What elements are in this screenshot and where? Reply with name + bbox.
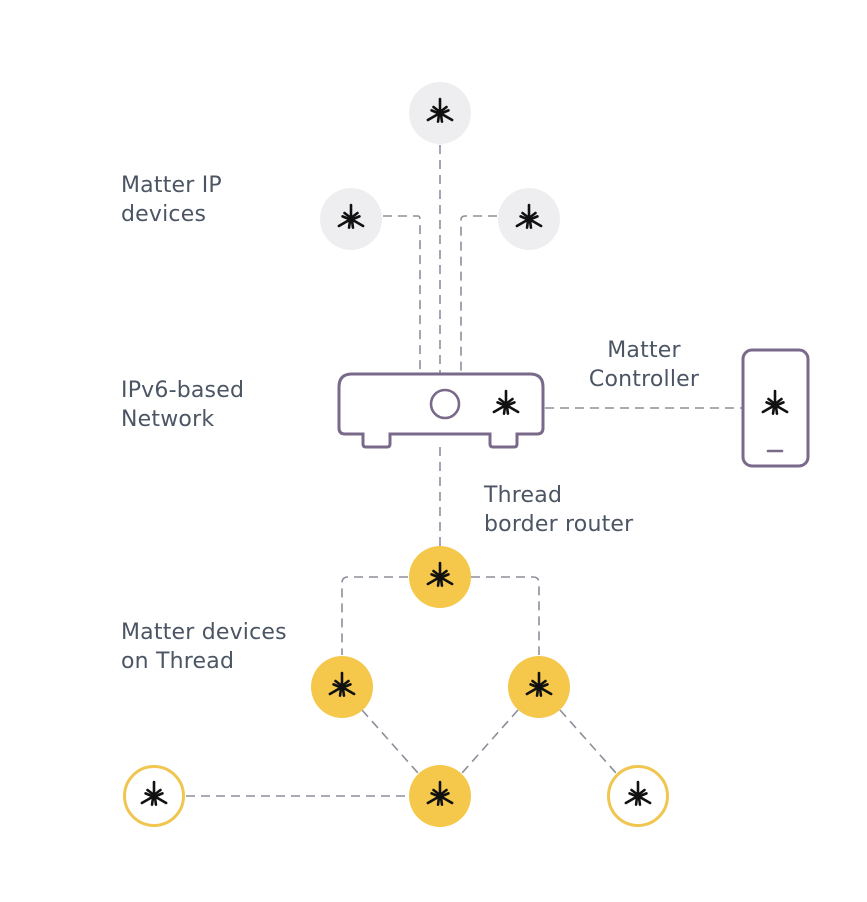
label-controller-line2: Controller xyxy=(588,367,700,392)
label-ipv6-network: IPv6-based Network xyxy=(121,376,244,434)
label-thread-devices: Matter devices on Thread xyxy=(121,618,287,676)
label-thread-devices-line2: on Thread xyxy=(121,649,235,674)
label-controller-line1: Matter xyxy=(607,338,681,363)
link-ip-left-router xyxy=(383,215,421,373)
label-border-router-line1: Thread xyxy=(484,483,563,508)
link-thread-top-right xyxy=(471,576,540,655)
thread-device-bottom xyxy=(409,765,471,827)
thread-device-mid-left xyxy=(311,656,373,718)
label-thread-devices-line1: Matter devices xyxy=(121,620,287,645)
router-status-indicator xyxy=(429,388,461,420)
label-ip-devices-line2: devices xyxy=(121,202,207,227)
label-border-router: Thread border router xyxy=(484,481,633,539)
thread-end-device-right xyxy=(607,765,669,827)
thread-device-top xyxy=(409,546,471,608)
border-router-device xyxy=(337,372,545,449)
label-border-router-line2: border router xyxy=(484,512,634,537)
ip-device-right xyxy=(498,188,560,250)
label-controller: Matter Controller xyxy=(574,336,714,394)
label-ip-devices-line1: Matter IP xyxy=(121,173,222,198)
link-mid-right-bottom xyxy=(461,709,519,774)
link-ip-right-router xyxy=(460,215,497,373)
thread-end-device-left xyxy=(123,765,185,827)
ip-device-left xyxy=(320,188,382,250)
link-mid-right-end xyxy=(559,709,617,774)
connections xyxy=(186,145,742,797)
link-thread-top-left xyxy=(341,576,408,655)
label-ipv6-network-line1: IPv6-based xyxy=(121,378,245,403)
label-ipv6-network-line2: Network xyxy=(121,407,215,432)
ip-device-top xyxy=(409,82,471,144)
label-ip-devices: Matter IP devices xyxy=(121,171,222,229)
controller-phone xyxy=(741,348,810,468)
link-mid-left-bottom xyxy=(361,709,419,774)
thread-device-mid-right xyxy=(508,656,570,718)
